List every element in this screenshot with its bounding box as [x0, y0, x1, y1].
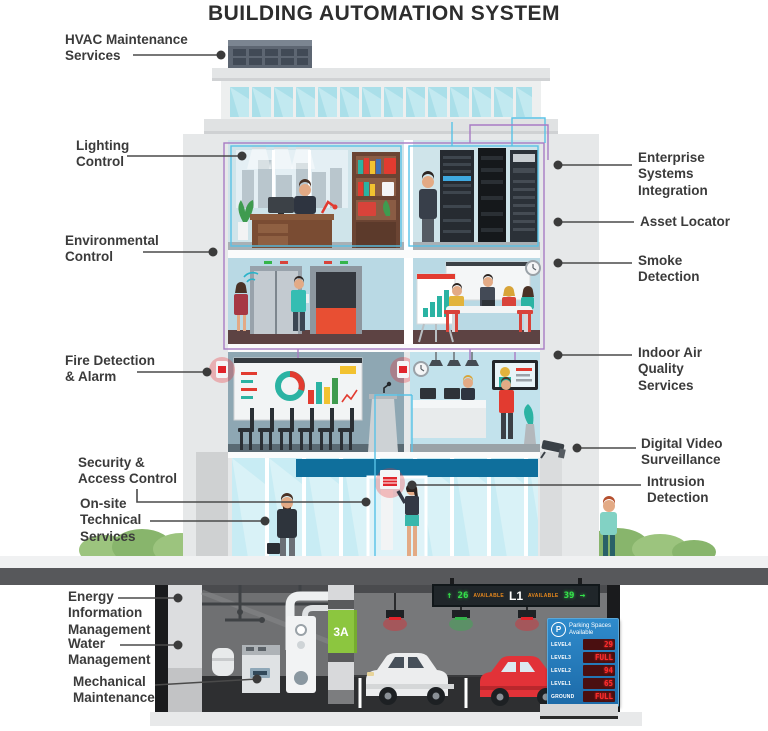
callout-environmental-control: Environmental Control — [65, 233, 159, 265]
pendant-lamps-icon — [429, 352, 479, 366]
callout-dots — [173, 50, 582, 684]
callout-mechanical-maintenance: Mechanical Maintenance — [73, 674, 155, 706]
water-tank — [212, 648, 234, 676]
bookshelf — [352, 152, 400, 248]
callout-lines — [118, 54, 641, 686]
callout-security-access: Security & Access Control — [78, 455, 178, 487]
page-title: BUILDING AUTOMATION SYSTEM — [207, 2, 561, 25]
callout-asset-locator: Asset Locator — [640, 214, 731, 229]
flipchart — [416, 273, 456, 343]
cctv-camera-icon — [540, 440, 566, 459]
basement-garage — [155, 578, 620, 714]
rooftop-hvac-unit — [228, 40, 312, 68]
floor1-reception — [410, 352, 540, 452]
callout-hvac-maintenance: HVAC Maintenance Services — [65, 32, 188, 64]
level-indicator: L1 — [508, 588, 523, 603]
ramp-level-sign: 3A — [328, 610, 357, 653]
storefront-sign-band — [296, 459, 538, 477]
server-racks — [440, 148, 538, 242]
wall-tv — [492, 360, 538, 390]
floor2-meeting-room — [416, 260, 541, 343]
wall-clock-icon — [525, 260, 541, 276]
boiler-unit — [242, 645, 280, 693]
technician-person — [267, 493, 298, 566]
callout-onsite-technical: On-site Technical Services — [80, 496, 142, 544]
callout-energy-information: Energy Information Management — [68, 589, 151, 637]
parking-board-row: GROUND FULL — [551, 691, 615, 702]
ground-floor-lobby — [232, 458, 538, 570]
spaces-left-count: ↑ 26 — [446, 590, 469, 601]
available-label: AVAILABLE — [473, 592, 504, 599]
access-control-panel — [381, 490, 393, 550]
callout-water-management: Water Management — [68, 636, 151, 668]
callout-fire-detection: Fire Detection & Alarm — [65, 353, 156, 385]
garage-level-sign: ↑ 26 AVAILABLE L1 AVAILABLE 39 → — [432, 584, 600, 607]
parking-guidance-lights — [383, 593, 539, 631]
parking-board-row: LEVEL1 65 — [551, 678, 615, 689]
spaces-right-count: 39 → — [563, 590, 586, 601]
utility-pipes — [202, 585, 340, 622]
fire-alarm-icon — [209, 357, 235, 383]
wifi-icon — [243, 271, 259, 283]
briefcase-icon — [267, 543, 280, 554]
callout-intrusion-detection: Intrusion Detection — [647, 474, 709, 506]
intrusion-detector-icon — [375, 468, 405, 498]
fire-alarm-icon-2 — [390, 357, 416, 383]
automation-wiring — [223, 117, 549, 560]
callout-lighting-control: Lighting Control — [76, 138, 130, 170]
floor3-server-room — [419, 148, 538, 242]
parking-icon: P — [551, 622, 566, 637]
ceiling-lights-icon — [247, 145, 315, 169]
callout-smoke-detection: Smoke Detection — [638, 253, 700, 285]
water-heater — [286, 616, 316, 693]
top-window-band — [230, 87, 532, 117]
parking-board-title: Parking Spaces Available — [569, 622, 612, 636]
street-band — [0, 568, 768, 585]
callout-indoor-air-quality: Indoor Air Quality Services — [638, 345, 702, 393]
floor1-presentation-room — [228, 352, 404, 452]
parking-spaces-board: P Parking Spaces Available LEVEL4 29 LEV… — [540, 618, 619, 719]
dashboard-charts — [241, 366, 358, 404]
available-label: AVAILABLE — [528, 592, 559, 599]
parking-board-row: LEVEL4 29 — [551, 639, 615, 650]
parking-board-row: LEVEL3 FULL — [551, 652, 615, 663]
parking-board-row: LEVEL2 94 — [551, 665, 615, 676]
callout-enterprise-systems: Enterprise Systems Integration — [638, 150, 708, 198]
white-car — [366, 653, 454, 705]
callout-digital-video: Digital Video Surveillance — [641, 436, 723, 468]
